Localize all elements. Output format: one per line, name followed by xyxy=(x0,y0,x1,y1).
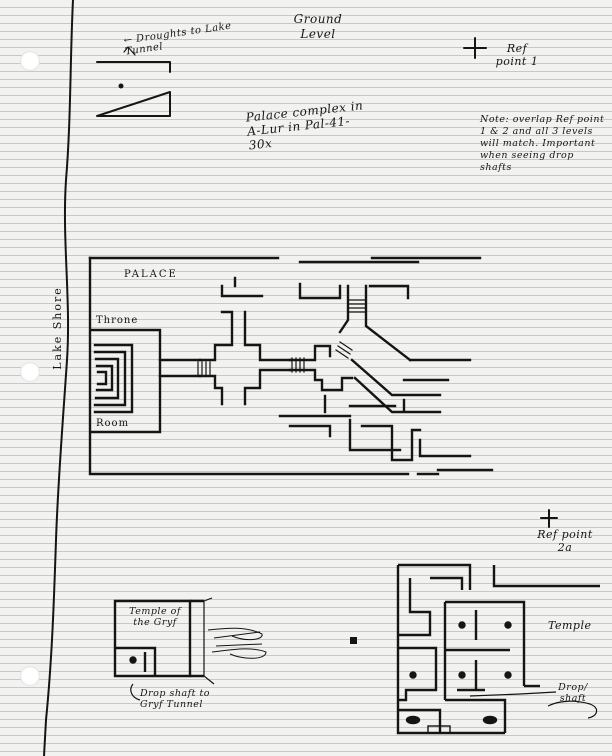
center-marker xyxy=(350,637,357,644)
temple-of-gryf-label: Temple of the Gryf xyxy=(129,606,181,628)
binder-hole-bottom xyxy=(20,666,40,686)
lake-shore-label: Lake Shore xyxy=(51,286,64,370)
palace-complex-map xyxy=(88,256,494,476)
drop-shaft-label: Drop/ shaft xyxy=(558,682,588,704)
drop-shaft-note: Drop shaft to Gryf Tunnel xyxy=(140,688,211,710)
binder-hole-middle xyxy=(20,362,40,382)
palace-label: PALACE xyxy=(124,269,178,280)
binder-hole-top xyxy=(20,51,40,71)
temple-map xyxy=(396,563,600,735)
ref-point-1-label: Ref point 1 xyxy=(495,42,539,68)
lake-shore-line xyxy=(43,0,74,756)
ref-point-2-cross xyxy=(540,509,558,528)
ref-point-2-label: Ref point 2a xyxy=(537,528,593,554)
ref-point-1-cross xyxy=(463,37,487,59)
throne-label: Throne xyxy=(96,315,139,326)
temple-label: Temple xyxy=(548,619,592,632)
temple-of-gryf-map xyxy=(113,597,267,701)
drought-building xyxy=(96,46,171,117)
ground-level-label: Ground Level xyxy=(293,12,343,41)
overlap-note: Note: overlap Ref point 1 & 2 and all 3 … xyxy=(480,114,605,173)
room-label: Room xyxy=(96,418,130,429)
